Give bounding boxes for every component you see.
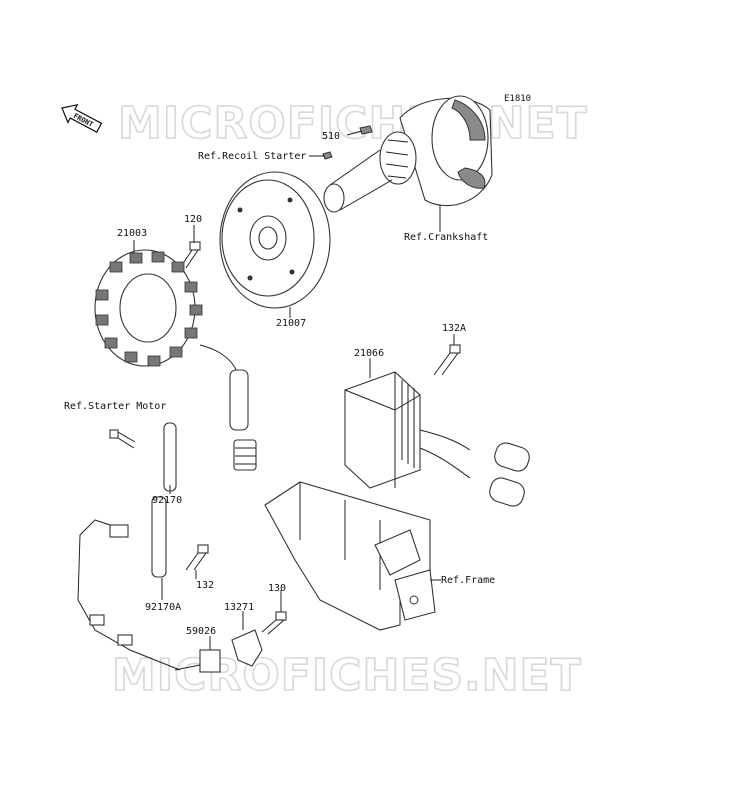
- frame-drawing: [264, 481, 436, 631]
- key-510-drawing: [359, 125, 373, 135]
- regulator-drawing: [344, 371, 530, 507]
- starter-bolt-drawing: [109, 429, 136, 449]
- front-arrow-icon: FRONT: [61, 103, 103, 133]
- watermark-top: MICROFICHES.NET: [118, 98, 588, 149]
- lead-92170-drawing: [163, 422, 177, 492]
- label-21003: 21003: [117, 228, 147, 239]
- label-21007: 21007: [276, 318, 306, 329]
- bolt-130-drawing: [261, 611, 287, 635]
- label-132: 132: [196, 580, 214, 591]
- lead-92170a-drawing: [151, 496, 167, 578]
- flywheel-drawing: [219, 171, 331, 309]
- label-21066: 21066: [354, 348, 384, 359]
- diagram-code: E1810: [504, 94, 531, 104]
- label-92170a: 92170A: [145, 602, 181, 613]
- bolt-132-drawing: [185, 544, 209, 571]
- bracket-13271-drawing: [231, 629, 263, 667]
- label-ref-recoil-starter: Ref.Recoil Starter: [198, 151, 306, 162]
- recoil-small-part-drawing: [322, 151, 333, 160]
- label-132a: 132A: [442, 323, 466, 334]
- label-ref-starter-motor: Ref.Starter Motor: [64, 401, 166, 412]
- label-130: 130: [268, 583, 286, 594]
- label-13271: 13271: [224, 602, 254, 613]
- label-510: 510: [322, 131, 340, 142]
- label-120: 120: [184, 214, 202, 225]
- label-ref-frame: Ref.Frame: [441, 575, 495, 586]
- bolt-132a-drawing: [433, 344, 461, 376]
- watermark-bottom: MICROFICHES.NET: [112, 650, 582, 701]
- label-ref-crankshaft: Ref.Crankshaft: [404, 232, 488, 243]
- leader-lines: [133, 130, 455, 650]
- label-59026: 59026: [186, 626, 216, 637]
- harness-drawing: [77, 519, 221, 673]
- stator-drawing: [94, 249, 257, 471]
- label-92170: 92170: [152, 495, 182, 506]
- crankshaft-drawing: [323, 95, 493, 213]
